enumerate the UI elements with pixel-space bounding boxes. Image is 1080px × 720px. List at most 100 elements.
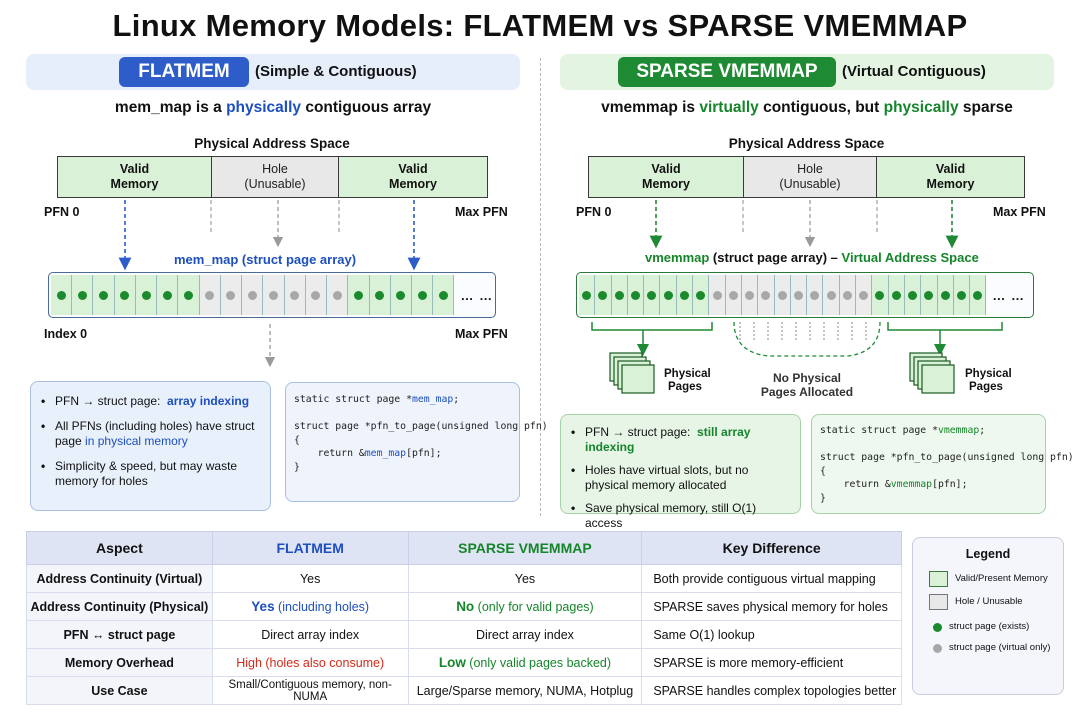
- struct-page-dot-exists: [956, 290, 966, 300]
- table-row: Address Continuity (Virtual) Yes Yes Bot…: [26, 564, 902, 593]
- flatmem-valid-block-1: Valid Memory: [57, 156, 212, 198]
- table-cell-sparse: Low (only valid pages backed): [407, 648, 643, 677]
- struct-page-dot-exists: [973, 290, 983, 300]
- sparse-cell: [660, 275, 677, 315]
- table-cell-aspect: Address Continuity (Virtual): [26, 564, 213, 593]
- flatmem-cell: [199, 275, 221, 315]
- struct-page-dot-exists: [582, 290, 592, 300]
- page-title: Linux Memory Models: FLATMEM vs SPARSE V…: [112, 8, 968, 43]
- flatmem-bullet-2a: All PFNs (including holes) have struct p…: [55, 419, 255, 448]
- flatmem-pill-subtitle: (Simple & Contiguous): [255, 63, 417, 80]
- sparse-code-l4b: vmemmap: [890, 479, 933, 490]
- flatmem-struct-page-array: … …: [48, 272, 496, 318]
- cell-sparse-b: (only valid pages backed): [465, 656, 612, 670]
- flatmem-cell: [305, 275, 328, 315]
- table-cell-sparse: Yes: [407, 564, 643, 593]
- cell-flat-b: (including holes): [274, 600, 370, 614]
- struct-page-dot-exists: [141, 290, 151, 300]
- flatmem-cell: [263, 275, 285, 315]
- physical-pages-1-l2: Pages: [668, 381, 702, 393]
- sparse-cell: [627, 275, 645, 315]
- struct-page-dot-exists: [908, 290, 918, 300]
- struct-page-dot-exists: [396, 290, 406, 300]
- flatmem-cell: [114, 275, 136, 315]
- physical-pages-2-l1: Physical: [965, 368, 1012, 380]
- flatmem-array-label-b: (struct page array): [238, 252, 357, 267]
- flatmem-cell: [433, 275, 455, 315]
- struct-page-dot-exists: [162, 290, 172, 300]
- sparse-cell: [790, 275, 808, 315]
- table-cell-key: SPARSE is more memory-efficient: [641, 648, 902, 677]
- flatmem-header: FLATMEM (Simple & Contiguous): [26, 54, 520, 90]
- sparse-cell: [839, 275, 857, 315]
- sparse-subtitle-d: physically: [883, 99, 959, 116]
- flatmem-array-label-a: mem_map: [174, 252, 239, 267]
- table-cell-flatmem: Direct array index: [211, 620, 409, 649]
- flatmem-subtitle-b: physically: [226, 99, 302, 116]
- table-cell-sparse: Large/Sparse memory, NUMA, Hotplug: [407, 676, 643, 705]
- flatmem-code-l1b: mem_map: [411, 394, 454, 405]
- sparse-cell: [741, 275, 759, 315]
- sparse-cell: [823, 275, 840, 315]
- flatmem-code-l5: }: [294, 461, 300, 473]
- legend-swatch-hole: [929, 594, 948, 610]
- table-cell-key: Both provide contiguous virtual mapping: [641, 564, 902, 593]
- struct-page-dot-exists: [598, 290, 608, 300]
- cell-sparse-a: Yes: [514, 571, 536, 586]
- sparse-block-1-l1: Valid: [651, 162, 681, 176]
- flatmem-bullet-2b: in physical memory: [85, 434, 188, 448]
- flatmem-cell: [348, 275, 370, 315]
- physical-pages-label-1: Physical Pages: [664, 368, 711, 394]
- table-cell-sparse: No (only for valid pages): [407, 592, 643, 621]
- flatmem-block-3-l2: Memory: [389, 177, 437, 191]
- physical-pages-2-l2: Pages: [969, 381, 1003, 393]
- center-divider: [540, 58, 541, 516]
- sparse-cell: [953, 275, 971, 315]
- cell-sparse-a: Direct array index: [475, 627, 574, 642]
- flatmem-block-1-l1: Valid: [119, 162, 150, 176]
- struct-page-dot-virtual: [268, 290, 278, 300]
- flatmem-ellipsis: … …: [460, 287, 494, 303]
- struct-page-dot-virtual: [810, 290, 820, 300]
- table-header-aspect: Aspect: [26, 531, 213, 565]
- struct-page-dot-exists: [924, 290, 934, 300]
- comparison-table: Aspect FLATMEM SPARSE VMEMMAP Key Differ…: [26, 531, 902, 705]
- sparse-code-l4a: return &: [820, 479, 891, 490]
- struct-page-dot-virtual: [332, 290, 342, 300]
- sparse-array-label-a: vmemmap: [645, 250, 710, 265]
- sparse-bracket-2: [887, 322, 1003, 331]
- sparse-pas-label: Physical Address Space: [728, 136, 885, 151]
- sparse-cell: [595, 275, 612, 315]
- sparse-bullet-3-text: Save physical memory, still O(1) access: [585, 501, 757, 530]
- flatmem-cell: [390, 275, 412, 315]
- struct-page-dot-virtual: [794, 290, 803, 300]
- struct-page-dot-exists: [56, 290, 66, 300]
- sparse-ellipsis: … …: [992, 287, 1026, 303]
- flatmem-cell: [220, 275, 243, 315]
- table-cell-flatmem: Yes (including holes): [211, 592, 409, 621]
- table-cell-aspect: Memory Overhead: [26, 648, 213, 677]
- flatmem-bullet-1b: array indexing: [167, 394, 250, 408]
- sparse-cell: [676, 275, 694, 315]
- flatmem-code-l4c: [pfn];: [406, 448, 442, 459]
- sparse-bullet-1b: still array indexing: [585, 425, 751, 454]
- flatmem-subtitle: mem_map is a physically contiguous array: [26, 99, 520, 117]
- flatmem-bullet-3-text: Simplicity & speed, but may waste memory…: [55, 459, 238, 488]
- flatmem-code-l2: struct page *pfn_to_page(unsigned long p…: [294, 421, 548, 432]
- table-cell-sparse: Direct array index: [407, 620, 643, 649]
- sparse-code-l2: struct page *pfn_to_page(unsigned long p…: [820, 452, 1074, 463]
- cell-flat-a: Yes: [299, 571, 321, 586]
- sparse-cell: [644, 275, 661, 315]
- legend-item-exists: struct page (exists): [949, 621, 1030, 632]
- flatmem-array-label: mem_map (struct page array): [174, 252, 356, 267]
- sparse-array-label-b: (struct page array) –: [709, 250, 842, 265]
- struct-page-dot-virtual: [311, 290, 321, 300]
- sparse-maxpfn: Max PFN: [993, 205, 1046, 219]
- sparse-hole-guides: [739, 322, 867, 342]
- sparse-code-l3: {: [820, 465, 826, 477]
- no-physical-pages-label: No Physical Pages Allocated: [752, 371, 862, 399]
- sparse-cell: [888, 275, 905, 315]
- sparse-cell: [921, 275, 938, 315]
- sparse-cell: [774, 275, 791, 315]
